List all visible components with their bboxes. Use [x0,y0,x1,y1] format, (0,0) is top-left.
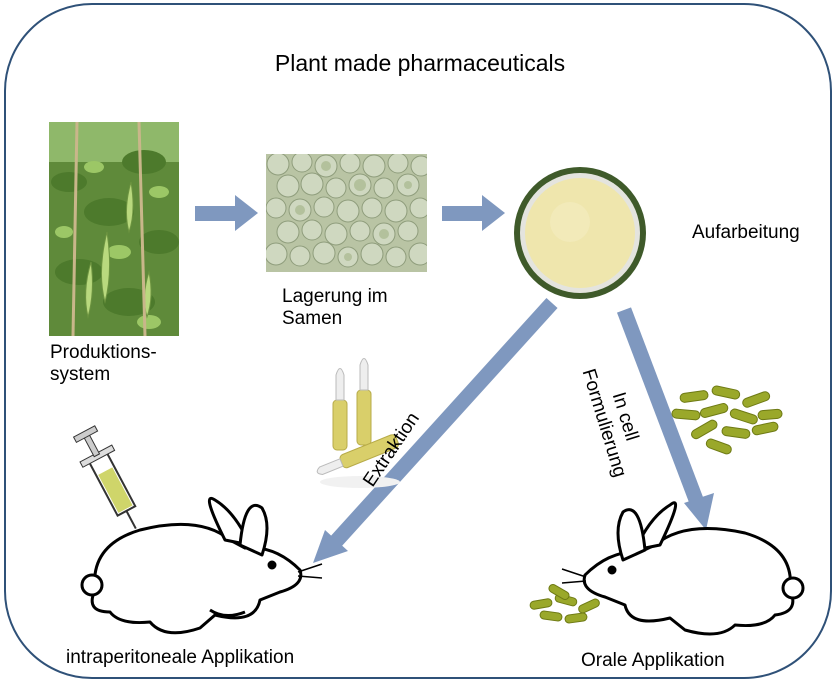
diagram-title: Plant made pharmaceuticals [274,50,566,76]
label-processing: Aufarbeitung [692,222,800,243]
arrow-seeds-to-powder [442,195,505,231]
label-seed-storage-text: Lagerung im Samen [282,286,388,329]
rabbit-right-icon [561,501,805,636]
label-seed-storage: Lagerung im Samen [282,286,388,330]
label-production-system: Produktions- system [50,342,157,386]
arrow-plant-to-seeds [195,195,258,231]
arrow-extraction [324,297,558,554]
powder-bowl [514,167,646,299]
label-production-system-text: Produktions- system [50,342,157,385]
pea-plant-photo [49,122,179,336]
capsules-icon [671,385,783,455]
pea-seeds-photo [266,154,427,272]
label-oral: Orale Applikation [581,650,725,671]
ampoules-icon [316,358,400,488]
arrow-extraction-head [313,530,348,563]
diagram-frame [4,3,832,679]
arrow-in-cell [616,307,706,508]
rabbit-left-icon [80,496,323,635]
capsules-small-icon [529,584,600,624]
label-intraperitoneal: intraperitoneale Applikation [66,647,295,668]
syringe-icon [72,425,137,530]
arrow-in-cell-head [684,493,714,530]
